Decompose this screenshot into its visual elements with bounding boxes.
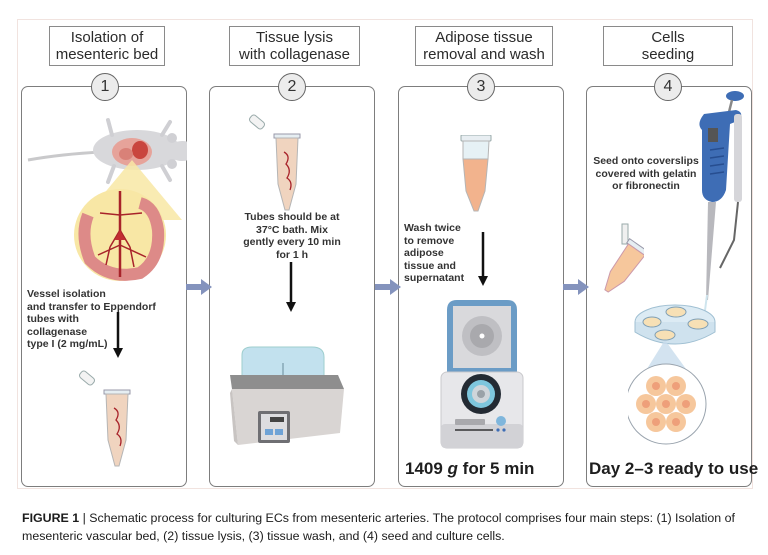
eppendorf-tube-orange-icon (604, 223, 644, 293)
eppendorf-tube-icon (249, 114, 301, 211)
step-2-title: Tissue lysis with collagenase (229, 26, 360, 66)
caption-text: Schematic process for culturing ECs from… (22, 511, 735, 543)
step-4-title: Cells seeding (603, 26, 733, 66)
down-arrow-icon (113, 312, 123, 358)
step-3-number-badge: 3 (467, 73, 495, 101)
step-2-note: Tubes should be at 37°C bath. Mix gently… (243, 211, 341, 261)
centrifuge-icon (440, 300, 524, 449)
step-1-note: Vessel isolation and transfer to Eppendo… (27, 288, 156, 350)
step-4-ready-label: Day 2–3 ready to use (589, 459, 759, 478)
step-3-title: Adipose tissue removal and wash (415, 26, 553, 66)
step-1-title: Isolation of mesenteric bed (49, 26, 165, 66)
step-2-number-badge: 2 (278, 73, 306, 101)
down-arrow-icon (478, 232, 488, 286)
centrifuge-speed-value: 1409 (405, 459, 448, 478)
flow-arrow-icon (563, 279, 589, 295)
step-4-note: Seed onto coverslips covered with gelati… (593, 155, 699, 192)
step-1-number-badge: 1 (91, 73, 119, 101)
flow-arrow-icon (375, 279, 401, 295)
eppendorf-tube-icon (79, 370, 131, 467)
cell-cluster (636, 376, 696, 432)
mouse-dissection-icon (27, 118, 187, 220)
figure-caption: FIGURE 1 | Schematic process for culturi… (22, 509, 762, 545)
step-4-number-badge: 4 (654, 73, 682, 101)
flow-arrow-icon (186, 279, 212, 295)
step-3-note: Wash twice to remove adipose tissue and … (404, 222, 465, 284)
centrifuge-speed-unit: g (447, 459, 458, 478)
eppendorf-tube-orange-icon (460, 135, 492, 212)
step-3-centrifuge-label: 1409 g for 5 min (405, 459, 534, 479)
pipette-icon (699, 91, 744, 318)
caption-separator: | (79, 511, 90, 525)
down-arrow-icon (286, 262, 296, 312)
water-bath-icon (230, 346, 344, 445)
caption-label: FIGURE 1 (22, 511, 80, 525)
mesenteric-bed-zoom-icon (74, 189, 166, 281)
petri-dish-cells-icon (628, 304, 716, 445)
centrifuge-duration: for 5 min (457, 459, 535, 478)
